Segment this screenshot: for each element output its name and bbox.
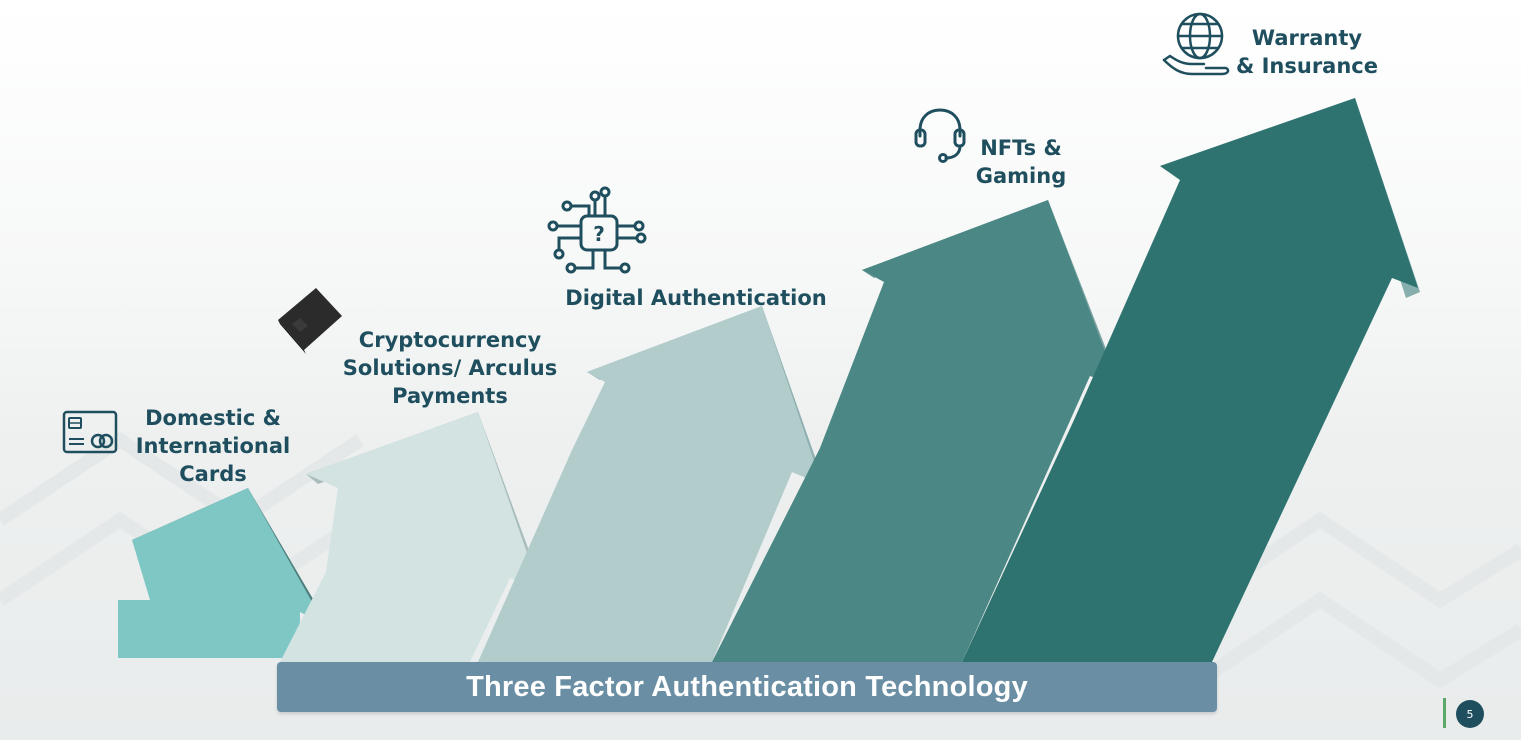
arrow-step-3 [478, 306, 826, 662]
page-number-badge: 5 [1456, 700, 1484, 728]
base-banner: Three Factor Authentication Technology [277, 662, 1217, 712]
headset-icon [914, 108, 966, 163]
step-5-label: Warranty & Insurance [1232, 24, 1382, 80]
crypto-card-icon [278, 288, 342, 354]
step-1-label-line-3: Cards [179, 462, 247, 486]
chip-question-icon: ? [547, 186, 647, 274]
arrow-step-2 [280, 412, 545, 662]
step-3-label-line-1: Digital Authentication [565, 286, 827, 310]
step-4-label: NFTs & Gaming [966, 134, 1076, 190]
step-2-label-line-2: Solutions/ Arculus [342, 356, 558, 380]
step-4-label-line-2: Gaming [975, 164, 1067, 188]
page-divider [1443, 698, 1446, 728]
arrow-step-5 [962, 98, 1420, 662]
arrow-step-4 [712, 200, 1122, 662]
step-3-label: Digital Authentication [550, 284, 842, 312]
banner-title: Three Factor Authentication Technology [466, 670, 1028, 703]
globe-hand-icon [1162, 12, 1230, 76]
svg-text:?: ? [593, 222, 605, 246]
step-1-label-line-1: Domestic & [145, 406, 281, 430]
step-5-label-line-2: & Insurance [1235, 54, 1378, 78]
step-5-label-line-1: Warranty [1251, 26, 1363, 50]
credit-card-icon [62, 410, 118, 454]
step-2-label-line-3: Payments [392, 384, 508, 408]
step-2-label: Cryptocurrency Solutions/ Arculus Paymen… [330, 326, 570, 410]
step-1-label: Domestic & International Cards [122, 404, 304, 488]
step-4-label-line-1: NFTs & [980, 136, 1062, 160]
step-2-label-line-1: Cryptocurrency [358, 328, 542, 352]
step-1-label-line-2: International [135, 434, 291, 458]
arrow-step-1 [118, 488, 330, 658]
